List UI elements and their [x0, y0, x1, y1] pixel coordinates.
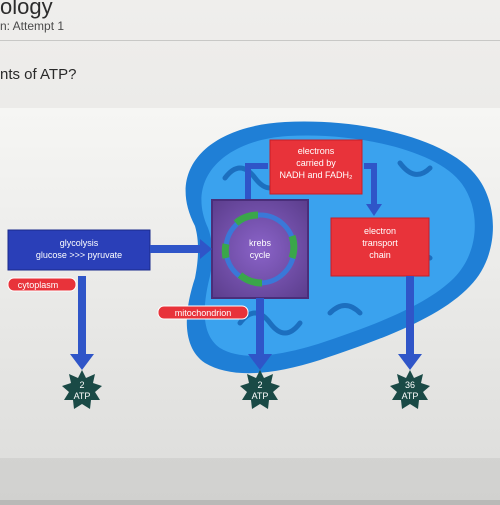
atp-unit-2: ATP: [252, 391, 269, 401]
atp-unit-1: ATP: [74, 391, 91, 401]
krebs-down-arrowhead: [248, 354, 272, 370]
electrons-label-3: NADH and FADH₂: [279, 170, 353, 180]
atp-star-glycolysis: 2 ATP: [62, 370, 102, 409]
krebs-label-2: cycle: [250, 250, 271, 260]
cycle-arrow-3: [237, 272, 263, 287]
electrons-label-2: carried by: [296, 158, 336, 168]
glycolysis-down-arrow: [78, 276, 86, 356]
electron-transport-chain-box: [330, 217, 430, 277]
glycolysis-to-krebs-arrow: [150, 245, 202, 253]
atp-count-3: 36: [405, 380, 415, 390]
cytoplasm-label: cytoplasm: [18, 280, 59, 290]
cycle-arrow-1: [233, 211, 259, 226]
krebs-down-arrow: [256, 298, 264, 356]
glycolysis-box: [7, 229, 151, 271]
mitochondrion-label: mitochondrion: [175, 308, 232, 318]
krebs-label-1: krebs: [249, 238, 272, 248]
etc-down-arrow: [406, 276, 414, 356]
atp-star-etc: 36 ATP: [390, 370, 430, 409]
atp-count-1: 2: [79, 380, 84, 390]
atp-diagram-svg: electrons carried by NADH and FADH₂ kreb…: [0, 108, 500, 500]
electrons-arrowhead: [366, 204, 382, 216]
etc-label-1: electron: [364, 226, 396, 236]
question-text: nts of ATP?: [0, 66, 77, 83]
atp-star-krebs: 2 ATP: [240, 370, 280, 409]
electrons-label-1: electrons: [298, 146, 335, 156]
etc-label-2: transport: [362, 238, 398, 248]
mitochondrion-badge: [157, 305, 249, 320]
glycolysis-arrowhead: [200, 239, 212, 259]
cytoplasm-badge: [7, 277, 77, 292]
course-title: ology: [0, 0, 53, 19]
electrons-to-etc-arrow: [364, 163, 377, 206]
glycolysis-label-2: glucose >>> pyruvate: [36, 250, 122, 260]
electrons-box: [269, 139, 363, 195]
bottom-shade: [0, 458, 500, 500]
glycolysis-label-1: glycolysis: [60, 238, 99, 248]
atp-unit-3: ATP: [402, 391, 419, 401]
attempt-label: n: Attempt 1: [0, 19, 65, 33]
glycolysis-down-arrowhead: [70, 354, 94, 370]
header-divider: [0, 40, 500, 41]
atp-count-2: 2: [257, 380, 262, 390]
etc-label-3: chain: [369, 250, 391, 260]
cycle-arrow-4: [221, 243, 230, 259]
atp-diagram: electrons carried by NADH and FADH₂ kreb…: [0, 108, 500, 500]
etc-down-arrowhead: [398, 354, 422, 370]
cycle-arrow-2: [288, 234, 298, 260]
krebs-to-electrons-arrow: [245, 163, 268, 200]
